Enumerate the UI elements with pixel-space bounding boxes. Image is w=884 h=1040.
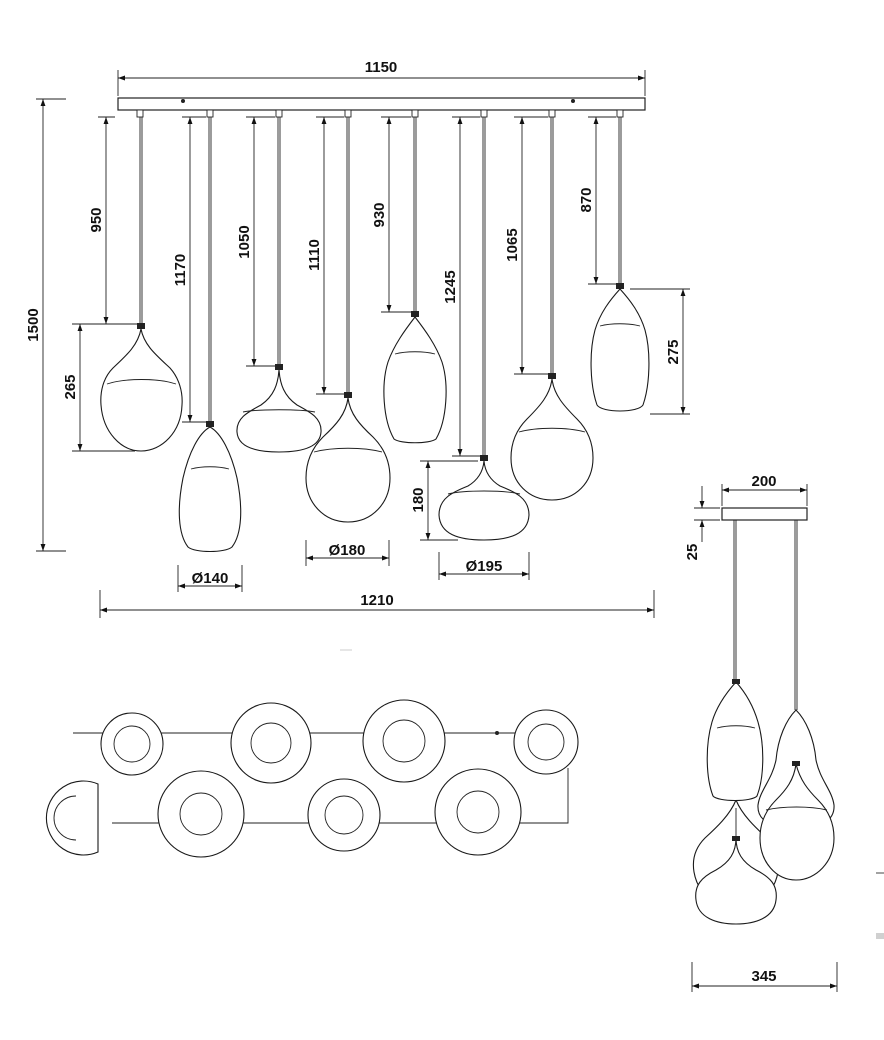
top-view-shade-8 <box>434 768 522 856</box>
top-view-shade-4 <box>513 709 579 775</box>
dim-canopy-height: 25 <box>684 544 701 561</box>
dim-cable-3: 1050 <box>236 225 253 258</box>
top-view-shade-1 <box>100 712 164 776</box>
dim-shade-height-3: 180 <box>410 487 427 512</box>
dim-shade-height-1: 265 <box>62 374 79 399</box>
pendant-shade-6 <box>438 455 530 541</box>
dim-total-height: 1500 <box>25 308 42 341</box>
pendant-shade-2 <box>178 421 242 553</box>
dim-side-width: 345 <box>751 968 776 985</box>
dim-shade-height-2: 275 <box>665 339 682 364</box>
dim-diameter-2: Ø180 <box>329 542 366 559</box>
dimension-lines <box>36 70 690 618</box>
dim-cable-4: 1110 <box>306 239 323 271</box>
dim-bar-width: 1150 <box>365 59 398 76</box>
cables <box>136 109 624 456</box>
dim-cable-2: 1170 <box>172 254 189 287</box>
dim-cable-6: 1245 <box>442 270 459 303</box>
pendant-shade-7 <box>510 373 594 501</box>
front-view: 1150 1500 1210 950 1170 1050 1110 930 12… <box>25 59 690 618</box>
top-view-shade-2 <box>230 702 312 784</box>
dim-total-width: 1210 <box>360 592 393 609</box>
dim-cable-7: 1065 <box>504 228 521 261</box>
dim-diameter-3: Ø195 <box>466 558 503 575</box>
top-view-shade-5 <box>45 780 99 856</box>
dim-cable-5: 930 <box>371 202 388 227</box>
side-view: 200 25 345 <box>684 473 838 992</box>
top-view <box>45 699 579 858</box>
top-view-shade-7 <box>307 778 381 852</box>
dim-diameter-1: Ø140 <box>192 570 229 587</box>
pendant-shade-1 <box>100 323 183 452</box>
pendant-shade-5 <box>383 311 447 444</box>
pendant-shade-3 <box>236 364 322 453</box>
top-view-shade-3 <box>362 699 446 783</box>
dim-cable-8: 870 <box>578 187 595 212</box>
canopy <box>721 507 808 521</box>
top-view-shade-6 <box>157 770 245 858</box>
pendant-shade-8 <box>590 283 650 412</box>
dim-canopy-width: 200 <box>751 473 776 490</box>
pendant-shade-4 <box>305 392 391 523</box>
dim-cable-1: 950 <box>88 207 105 232</box>
ceiling-bar <box>117 97 646 111</box>
